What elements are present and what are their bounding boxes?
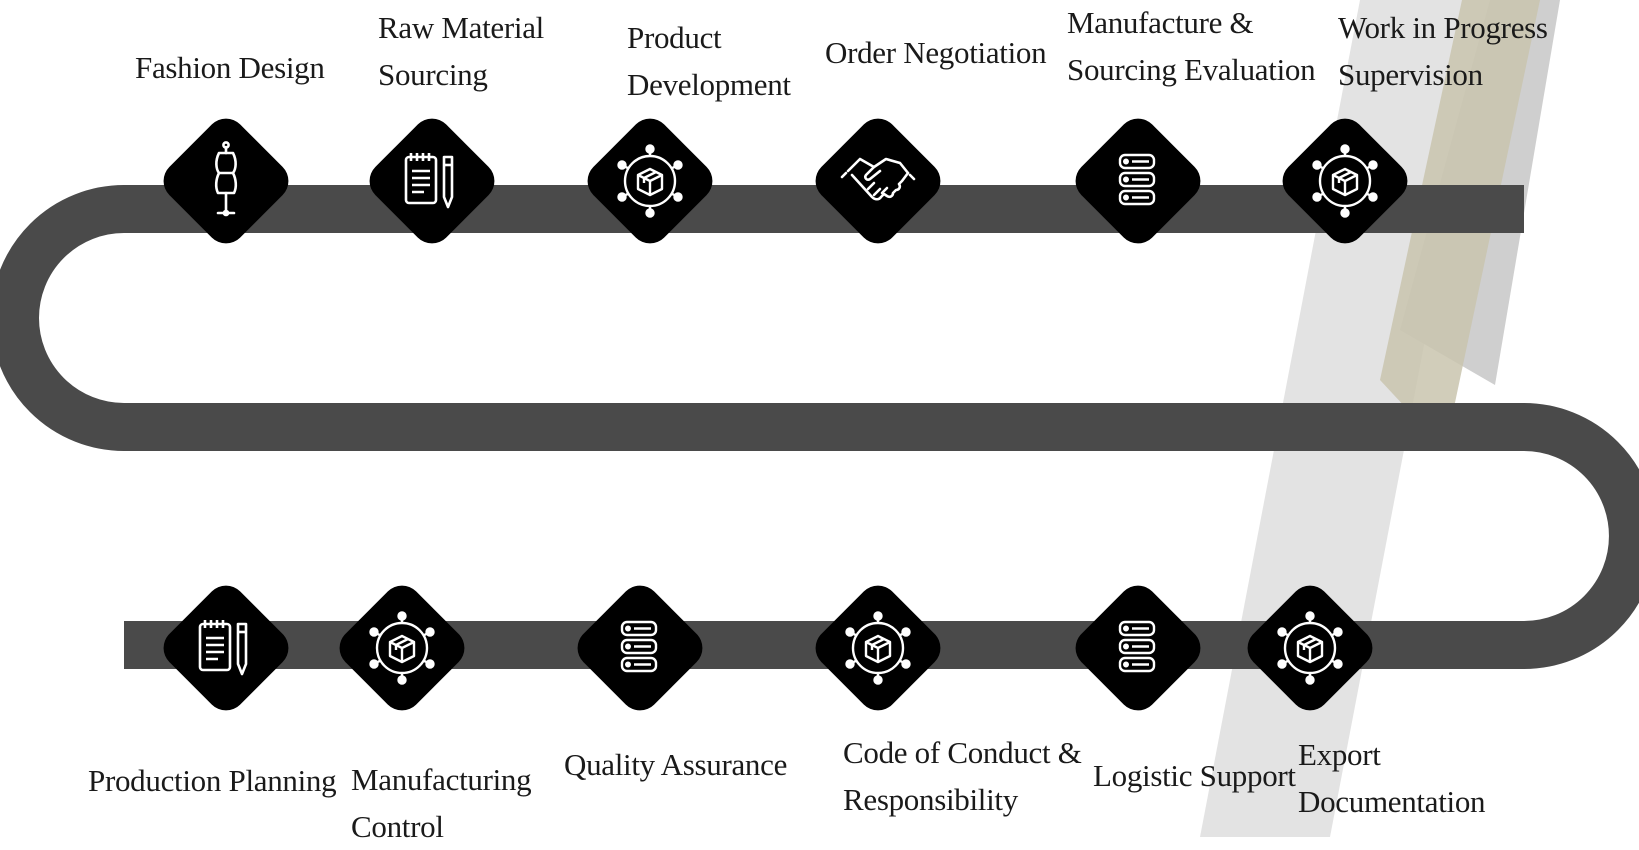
label-line: Work in Progress (1338, 5, 1548, 52)
label-line: Production Planning (88, 758, 336, 805)
label-line: Product (627, 15, 791, 62)
label-line: Order Negotiation (825, 30, 1046, 77)
top-step-label-4: Order Negotiation (825, 30, 1046, 77)
label-line: Development (627, 62, 791, 109)
bottom-step-node-1[interactable] (155, 577, 296, 718)
label-line: Responsibility (843, 777, 1082, 824)
label-line: Sourcing Evaluation (1067, 47, 1315, 94)
bottom-step-node-5[interactable] (1067, 577, 1208, 718)
step-diamond (155, 577, 296, 718)
top-step-label-5: Manufacture &Sourcing Evaluation (1067, 0, 1315, 93)
step-diamond (1067, 577, 1208, 718)
server-stack-icon (1120, 622, 1154, 671)
label-line: Export (1298, 732, 1485, 779)
bottom-step-node-4[interactable] (807, 577, 948, 718)
server-stack-icon (622, 622, 656, 671)
step-diamond (569, 577, 710, 718)
bottom-step-label-4: Code of Conduct &Responsibility (843, 730, 1082, 823)
label-line: Fashion Design (135, 45, 325, 92)
bottom-step-label-3: Quality Assurance (564, 742, 787, 789)
label-line: Raw Material (378, 5, 544, 52)
server-stack-icon (1120, 155, 1154, 204)
bottom-step-label-1: Production Planning (88, 758, 336, 805)
bottom-step-node-3[interactable] (569, 577, 710, 718)
label-line: Sourcing (378, 52, 544, 99)
label-line: Manufacturing (351, 757, 531, 804)
label-line: Control (351, 804, 531, 850)
label-line: Manufacture & (1067, 0, 1315, 47)
label-line: Quality Assurance (564, 742, 787, 789)
bottom-step-label-5: Logistic Support (1093, 753, 1296, 800)
label-line: Supervision (1338, 52, 1548, 99)
top-step-label-1: Fashion Design (135, 45, 325, 92)
label-line: Documentation (1298, 779, 1485, 826)
label-line: Logistic Support (1093, 753, 1296, 800)
label-line: Code of Conduct & (843, 730, 1082, 777)
bottom-step-node-2[interactable] (331, 577, 472, 718)
